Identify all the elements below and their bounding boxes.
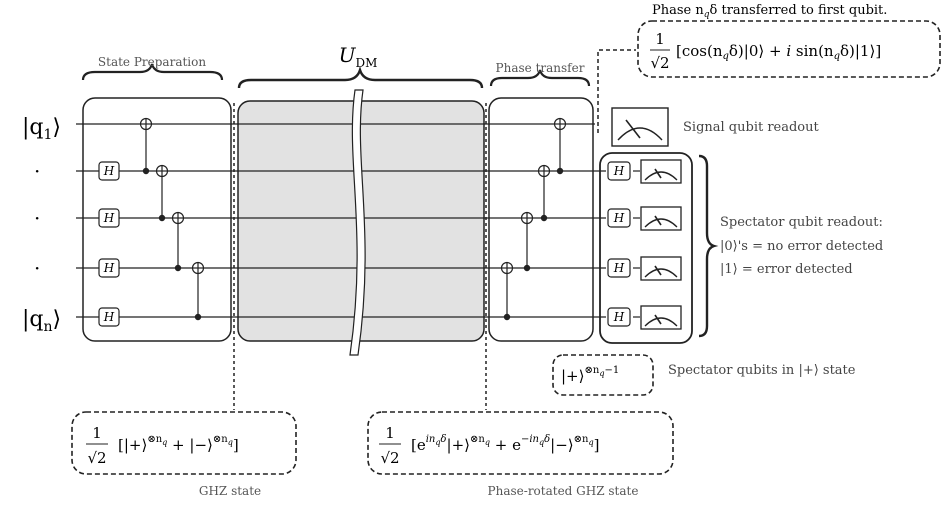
svg-text:H: H	[103, 310, 115, 324]
dots-q2: ·	[34, 159, 40, 183]
spectator-readout-block: H H H H Spectator qubit readout: |0⟩'s =…	[599, 152, 883, 344]
cnot-qn-to-q4	[191, 261, 205, 321]
svg-text:H: H	[103, 211, 115, 225]
state-prep-label: State Preparation	[98, 55, 206, 69]
ghz-state-box	[71, 411, 297, 475]
cnot-q3-to-q2-pt	[537, 164, 551, 222]
phase-transfer-block: Phase transfer	[488, 61, 594, 342]
phase-state-box	[637, 20, 941, 78]
spectator-line-error: |1⟩ = error detected	[720, 262, 853, 277]
state-preparation-block: State Preparation H H H H	[81, 55, 232, 342]
hadamard-gates-prep: H H H H	[98, 161, 120, 327]
dots-q3: ·	[34, 206, 40, 230]
svg-text:H: H	[103, 261, 115, 275]
ghz-caption: GHZ state	[199, 484, 261, 498]
spectator-plus-label: Spectator qubits in |+⟩ state	[668, 363, 856, 378]
h-gate-q4: H	[98, 258, 120, 278]
meter-icon-q2	[640, 159, 682, 184]
svg-text:H: H	[613, 164, 625, 178]
meter-icon-qn	[640, 305, 682, 330]
rotated-ghz-caption: Phase-rotated GHZ state	[488, 484, 639, 498]
ghz-formula: 1 √2 [|+⟩⊗nq + |−⟩⊗nq]	[86, 424, 239, 467]
spectator-plus-note: |+⟩⊗nq−1 Spectator qubits in |+⟩ state	[552, 354, 856, 396]
spectator-h-gates: H H H H	[607, 161, 631, 327]
spectator-readout-box	[599, 152, 693, 344]
svg-text:H: H	[613, 211, 625, 225]
spectator-brace	[698, 154, 719, 338]
svg-text:[cos(nqδ)|0⟩ + i sin(nqδ)|1⟩]: [cos(nqδ)|0⟩ + i sin(nqδ)|1⟩]	[676, 42, 881, 62]
svg-text:H: H	[613, 310, 625, 324]
u-dm-break-mark	[349, 89, 366, 356]
phase-state-formula: 1 √2 [cos(nqδ)|0⟩ + i sin(nqδ)|1⟩]	[650, 30, 881, 72]
phase-note: Phase nqδ transferred to first qubit. 1 …	[597, 3, 941, 133]
rotated-ghz-box	[367, 411, 674, 475]
state-prep-brace	[81, 63, 224, 81]
meter-icon-q3	[640, 206, 682, 231]
h-gate-q2: H	[98, 161, 120, 181]
rotated-ghz-formula: 1 √2 [einqδ|+⟩⊗nq + e−inqδ|−⟩⊗nq]	[379, 424, 599, 467]
svg-text:1: 1	[92, 424, 102, 442]
phase-note-caption: Phase nqδ transferred to first qubit.	[652, 3, 887, 20]
dots-q4: ·	[34, 256, 40, 280]
phase-note-connector	[597, 49, 636, 133]
phase-transfer-box	[488, 97, 594, 342]
unitary-dm-block: UDM	[237, 43, 485, 356]
ghz-state-note: 1 √2 [|+⟩⊗nq + |−⟩⊗nq] GHZ state	[71, 103, 297, 498]
cnot-qn-to-q4-pt	[500, 261, 514, 321]
signal-readout: Signal qubit readout	[611, 107, 820, 147]
qubit-labels: |q1⟩ · · · |qn⟩	[22, 115, 61, 335]
u-dm-brace	[237, 65, 484, 89]
ket-q1-label: |q1⟩	[22, 115, 61, 143]
cnot-gates-phase	[500, 117, 567, 321]
svg-text:H: H	[613, 261, 625, 275]
cnot-q2-to-q1	[139, 117, 153, 175]
svg-text:H: H	[103, 164, 115, 178]
cnot-gates-prep	[139, 117, 205, 321]
meter-icon-q4	[640, 256, 682, 281]
signal-meter-icon	[611, 107, 669, 147]
cnot-q4-to-q3	[171, 211, 185, 272]
phase-transfer-label: Phase transfer	[496, 61, 585, 75]
rotated-ghz-note: 1 √2 [einqδ|+⟩⊗nq + e−inqδ|−⟩⊗nq] Phase-…	[367, 103, 674, 498]
svg-text:[einqδ|+⟩⊗nq + e−inqδ|−⟩⊗nq]: [einqδ|+⟩⊗nq + e−inqδ|−⟩⊗nq]	[411, 434, 599, 454]
h-gate-qn: H	[98, 307, 120, 327]
plus-state-formula: |+⟩⊗nq−1	[561, 365, 619, 385]
h-gate-spec-qn: H	[607, 307, 631, 327]
svg-text:√2: √2	[87, 449, 106, 467]
h-gate-q3: H	[98, 208, 120, 228]
spectator-readout-title: Spectator qubit readout:	[720, 215, 883, 230]
ket-qn-label: |qn⟩	[22, 307, 61, 335]
h-gate-spec-q3: H	[607, 208, 631, 228]
u-dm-label: UDM	[339, 43, 378, 70]
signal-readout-label: Signal qubit readout	[683, 120, 820, 135]
svg-text:1: 1	[655, 30, 665, 48]
svg-text:1: 1	[385, 424, 395, 442]
svg-text:[|+⟩⊗nq + |−⟩⊗nq]: [|+⟩⊗nq + |−⟩⊗nq]	[118, 434, 239, 454]
spectator-line-no-error: |0⟩'s = no error detected	[720, 239, 883, 254]
svg-text:√2: √2	[380, 449, 399, 467]
plus-state-box	[552, 354, 654, 396]
phase-transfer-brace	[489, 69, 591, 87]
cnot-q3-to-q2	[155, 164, 169, 222]
svg-text:√2: √2	[650, 54, 669, 72]
h-gate-spec-q4: H	[607, 258, 631, 278]
h-gate-spec-q2: H	[607, 161, 631, 181]
cnot-q2-to-q1-pt	[553, 117, 567, 175]
state-prep-box	[82, 97, 232, 342]
cnot-q4-to-q3-pt	[520, 211, 534, 272]
spectator-meters	[640, 159, 682, 330]
